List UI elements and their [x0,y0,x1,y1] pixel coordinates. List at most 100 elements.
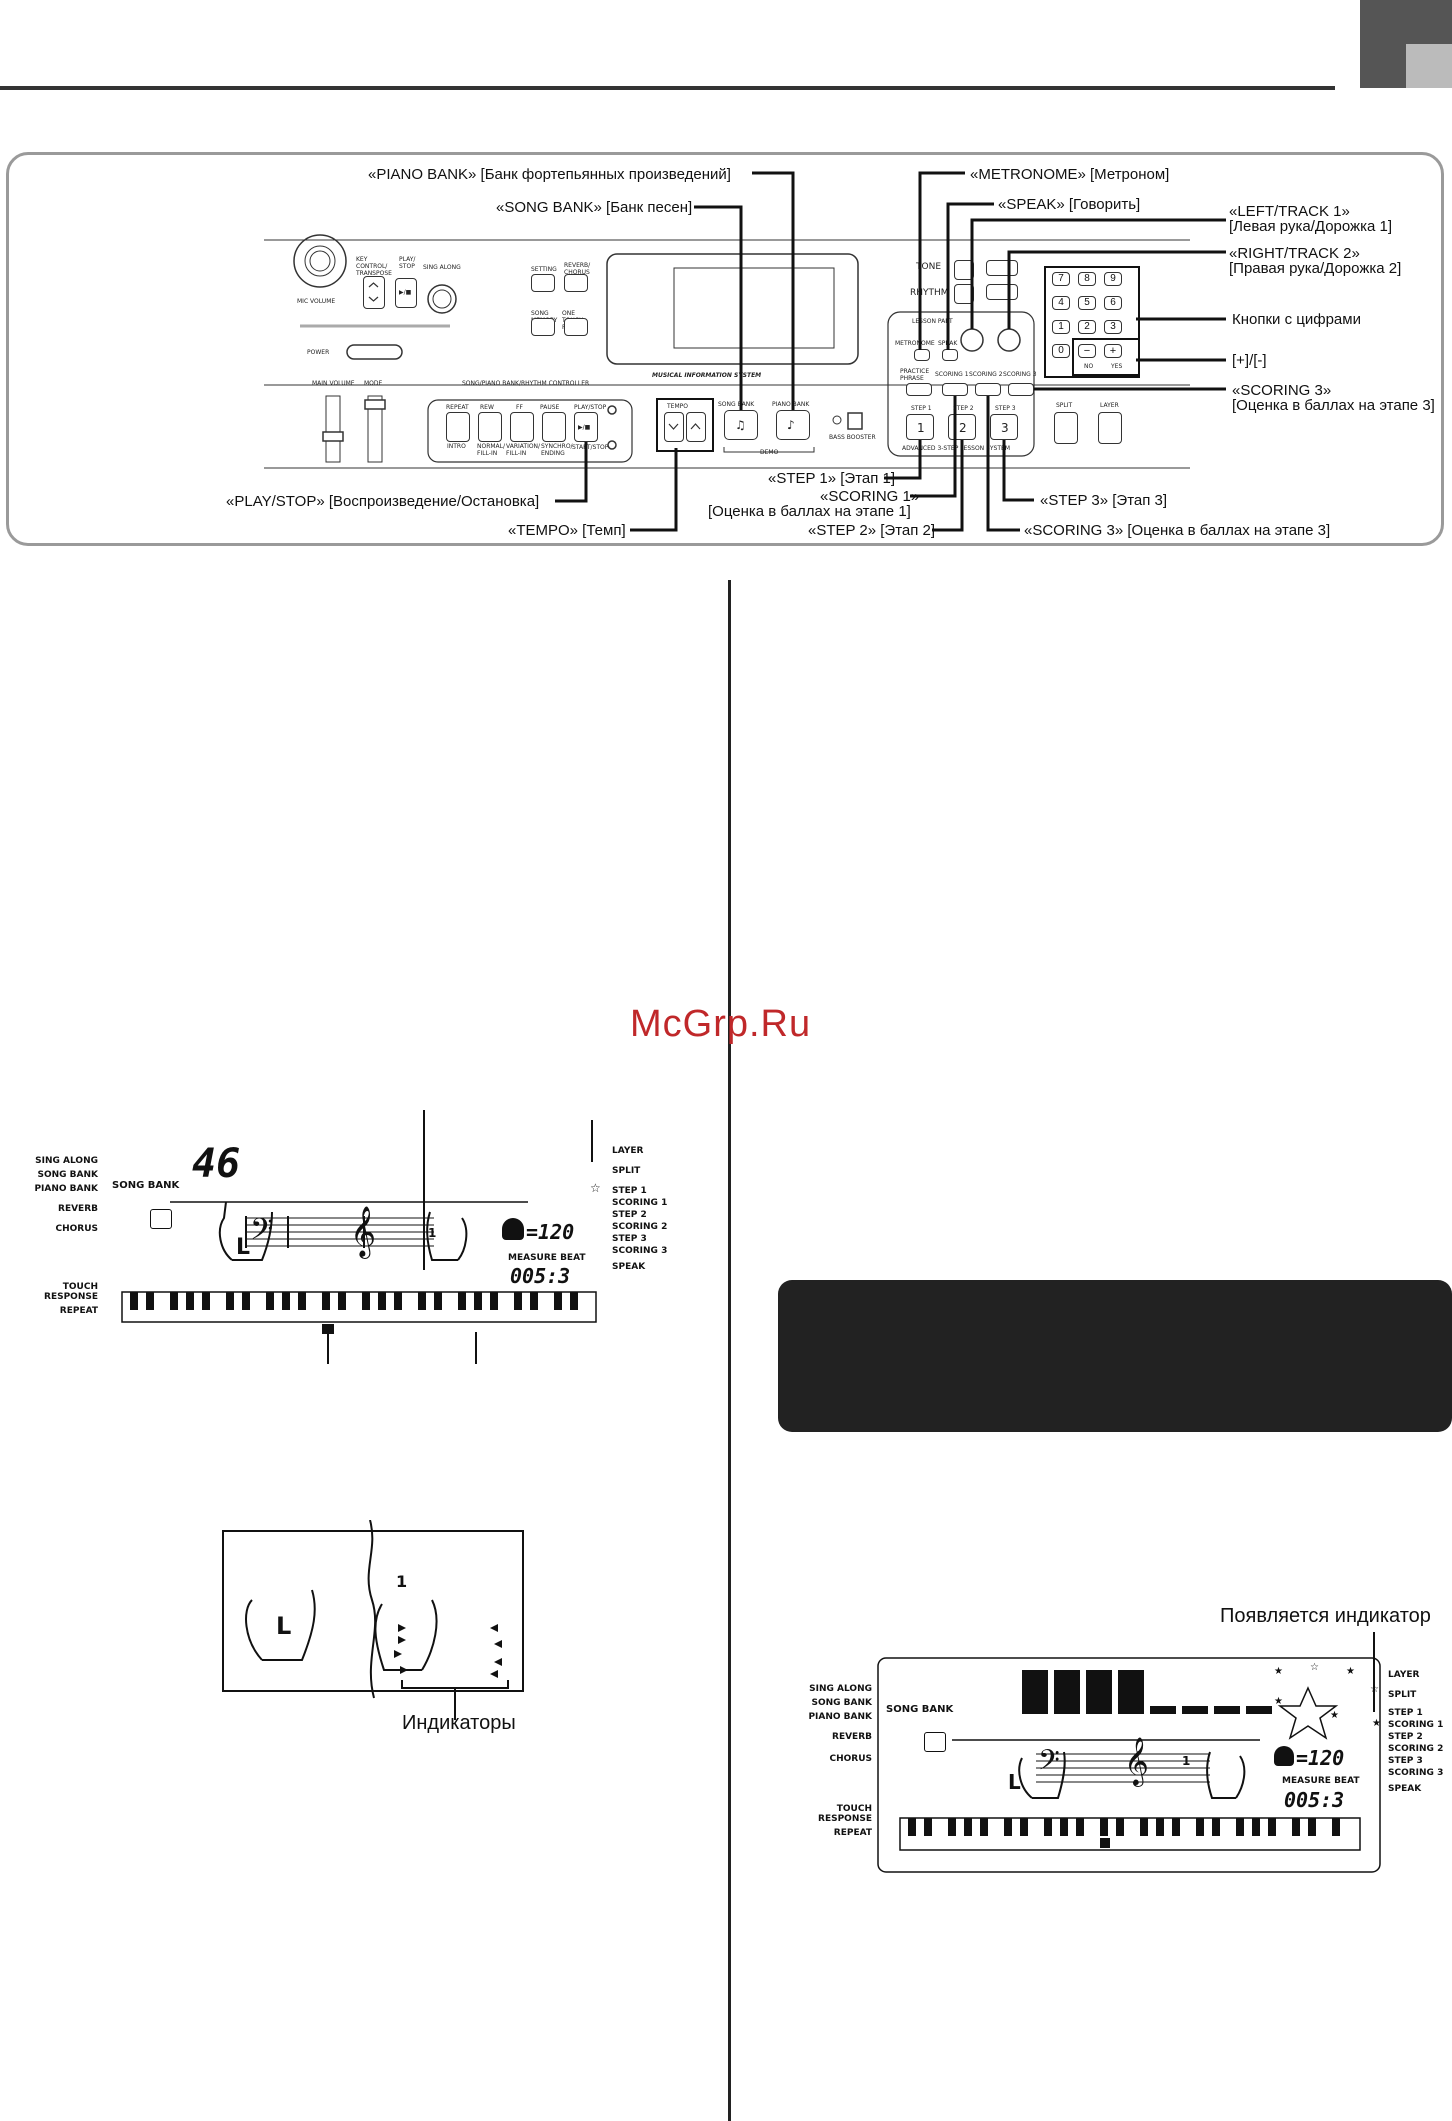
start-stop-label: START/STOP [572,444,609,451]
scoring3-key-label: SCORING 3 [1003,371,1037,378]
lcd2-tempo: =120 [1296,1746,1345,1770]
callout-metronome: «METRONOME» [Метроном] [970,166,1170,183]
numpad-key-0[interactable]: 0 [1052,344,1070,358]
one-touch-preset-button[interactable] [564,318,588,336]
step2-button[interactable]: 2 [948,414,976,440]
lcd2-left-labels: SING ALONG SONG BANK PIANO BANK REVERB C… [808,1684,872,1838]
numpad-key-6[interactable]: 6 [1104,296,1122,310]
numpad-key-5[interactable]: 5 [1078,296,1096,310]
numpad-key-4[interactable]: 4 [1052,296,1070,310]
synchro-ending-label: SYNCHRO/ ENDING [541,443,573,457]
callout-left-track1: «LEFT/TRACK 1» [1229,203,1350,220]
layer-button[interactable] [1098,412,1122,444]
bass-booster-label: BASS BOOSTER [829,434,876,441]
layer-key-label: LAYER [1100,402,1119,409]
ff-button[interactable] [510,412,534,442]
scoring1-key-label: SCORING 1 [935,371,969,378]
play-stop-top-button[interactable]: ▶/■ [395,278,417,308]
metronome-icon [502,1218,524,1240]
chevron-up-icon [690,423,701,430]
key-control-button[interactable] [363,276,385,309]
song-bank-button[interactable]: ♫ [724,410,758,440]
pause-label: PAUSE [540,404,560,411]
hands-letter: L [276,1612,292,1640]
lcd2-measure-beat: MEASURE BEAT [1282,1776,1360,1786]
play-stop-controller-button[interactable]: ▶/■ [574,412,598,442]
numpad-key-9[interactable]: 9 [1104,272,1122,286]
heading-box [778,1280,1452,1432]
callout-right-track2-ru: [Правая рука/Дорожка 2] [1229,260,1402,277]
lcd1-counter: 005:3 [510,1264,571,1288]
lcd2-hand-letter: L [1008,1770,1021,1794]
lcd1-song-bank: SONG BANK [112,1180,180,1191]
chevron-down-icon [668,423,679,430]
scoring3-button[interactable] [1008,383,1034,396]
stars-icon: ★☆ ★★ ☆★ ★ [1274,1662,1381,1729]
lesson-part-label: LESSON PART [912,318,953,325]
callout-piano-bank: «PIANO BANK» [Банк фортепьянных произвед… [368,166,731,183]
numpad-key-2[interactable]: 2 [1078,320,1096,334]
step3-button[interactable]: 3 [990,414,1018,440]
scoring1-button[interactable] [942,383,968,396]
repeat-button[interactable] [446,412,470,442]
power-label: POWER [307,349,330,356]
reverb-chorus-label: REVERB/ CHORUS [564,262,591,276]
no-label: NO [1084,363,1094,370]
callout-step3: «STEP 3» [Этап 3] [1040,492,1168,509]
callout-song-bank: «SONG BANK» [Банк песен] [496,199,693,216]
mode-label: MODE [364,380,383,387]
scoring2-button[interactable] [975,383,1001,396]
split-button[interactable] [1054,412,1078,444]
practice-phrase-label: PRACTICE PHRASE [900,368,930,382]
mic-volume-label: MIC VOLUME [297,298,336,305]
step1-key-label: STEP 1 [911,405,932,412]
numpad-key-8[interactable]: 8 [1078,272,1096,286]
tempo-down-button[interactable] [664,412,684,442]
setting-button[interactable] [531,274,555,292]
lcd-figure-2-graphics [877,1632,1381,1873]
callout-play-stop: «PLAY/STOP» [Воспроизведение/Остановка] [226,493,540,510]
speak-button[interactable] [942,349,958,361]
key-control-label: KEY CONTROL/ TRANSPOSE [356,256,392,277]
numpad-key-7[interactable]: 7 [1052,272,1070,286]
practice-phrase-button[interactable] [906,383,932,396]
play-pause-icon: ▶/■ [578,424,591,431]
bass-clef-icon: 𝄢 [1038,1744,1060,1784]
piano-bank-button[interactable]: ♪ [776,410,810,440]
minus-button[interactable]: − [1078,344,1096,358]
callout-tempo: «TEMPO» [Темп] [508,522,626,539]
callout-step1: «STEP 1» [Этап 1] [768,470,896,487]
reverb-chorus-button[interactable] [564,274,588,292]
pause-button[interactable] [542,412,566,442]
scoring2-key-label: SCORING 2 [969,371,1003,378]
lcd1-song-bank-icon [150,1209,172,1229]
step1-button[interactable]: 1 [906,414,934,440]
callout-left-track1-ru: [Левая рука/Дорожка 1] [1229,218,1392,235]
rew-button[interactable] [478,412,502,442]
tempo-up-button[interactable] [686,412,706,442]
piano-bank-icon: ♪ [787,418,795,432]
callout-scoring1-ru: [Оценка в баллах на этапе 1] [708,503,911,520]
lcd1-hand-letter: L [236,1235,251,1260]
callout-number-buttons: Кнопки с цифрами [1232,311,1361,328]
lcd1-right-labels: LAYER SPLIT STEP 1 SCORING 1 STEP 2 SCOR… [612,1146,668,1272]
metronome-icon [1274,1746,1294,1766]
plus-button[interactable]: + [1104,344,1122,358]
step3-key-label: STEP 3 [995,405,1016,412]
song-memory-button[interactable] [531,318,555,336]
metronome-button[interactable] [914,349,930,361]
intro-label: INTRO [447,443,466,450]
numpad-key-3[interactable]: 3 [1104,320,1122,334]
hands-finger: 1 [396,1572,408,1591]
lcd2-song-bank: SONG BANK [886,1704,954,1715]
callout-step2: «STEP 2» [Этап 2] [808,522,936,539]
lcd2-top-bars [1022,1670,1272,1714]
hands-figure-graphics [245,1520,509,1720]
rew-label: REW [480,404,494,411]
main-volume-label: MAIN VOLUME [312,380,355,387]
numpad-key-1[interactable]: 1 [1052,320,1070,334]
yes-label: YES [1111,363,1123,370]
lcd1-left-labels: SING ALONG SONG BANK PIANO BANK REVERB C… [34,1156,98,1316]
tempo-highlight-frame [656,398,714,452]
piano-black-keys [130,1292,578,1334]
